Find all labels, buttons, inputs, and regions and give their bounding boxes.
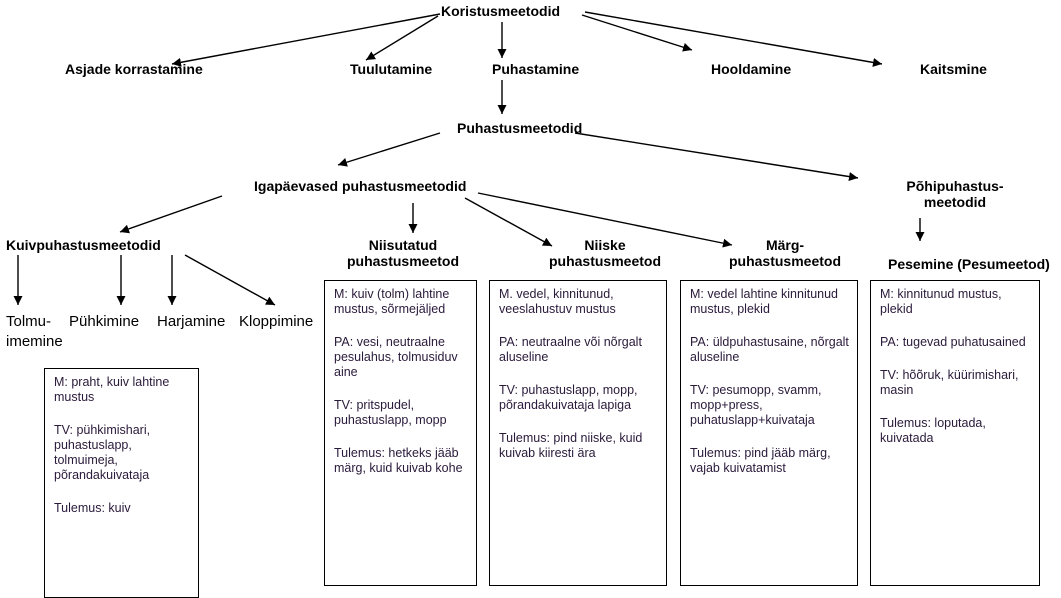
node-igapaevased: Igapäevased puhastusmeetodid [254, 178, 467, 194]
box-line: Tulemus: loputada, kuivatada [880, 416, 986, 445]
info-box-niisutatud: M: kuiv (tolm) lahtine mustus, sõrmejälj… [324, 280, 477, 586]
niiske-line-2: puhastusmeetod [548, 253, 661, 269]
box-line: M. vedel, kinnitunud, veeslahustuv mustu… [499, 287, 616, 316]
node-pohipuhastusmeetodid: Põhipuhastus- meetodid [880, 178, 1030, 210]
arrow-root-hooldamine [581, 14, 693, 52]
arrow-meetodid-pohipuhastus [574, 132, 859, 182]
info-box-niiske: M. vedel, kinnitunud, veeslahustuv mustu… [489, 280, 667, 586]
box-line: TV: puhastuslapp, mopp, põrandakuivataja… [499, 383, 638, 412]
box-line: Tulemus: hetkeks jääb märg, kuid kuivab … [334, 446, 463, 475]
box-line: PA: üldpuhastusaine, nõrgalt aluseline [690, 335, 849, 364]
info-box-kuiv: M: praht, kuiv lahtine mustus TV: pühkim… [44, 368, 199, 598]
info-box-pesemine: M: kinnitunud mustus, plekid PA: tugevad… [870, 280, 1040, 586]
method-kloppimine: Kloppimine [239, 313, 314, 330]
node-marg: Märg- puhastusmeetod [710, 237, 860, 269]
box-line: M: kuiv (tolm) lahtine mustus, sõrmejälj… [334, 287, 450, 316]
node-pesemine: Pesemine (Pesumeetod) [888, 256, 1050, 272]
box-line: M: kinnitunud mustus, plekid [880, 287, 1002, 316]
arrow-root-tuulutamine [365, 15, 439, 61]
box-line: TV: pritspudel, puhastuslapp, mopp [334, 398, 447, 427]
node-puhastamine: Puhastamine [492, 61, 580, 77]
node-kuivpuhastusmeetodid: Kuivpuhastusmeetodid [6, 237, 161, 253]
tolmu-line-2: imemine [6, 333, 63, 350]
method-tolmuimemine: Tolmu- imemine [6, 312, 63, 352]
box-line: PA: neutraalne või nõrgalt aluseline [499, 335, 642, 364]
node-kaitsmine: Kaitsmine [920, 61, 987, 77]
niisutatud-line-2: puhastusmeetod [346, 253, 459, 269]
arrow-igapaevased-kuiv [119, 195, 223, 234]
marg-line-1: Märg- [765, 237, 805, 253]
node-koristusmeetodid: Koristusmeetodid [441, 3, 561, 19]
box-line: PA: vesi, neutraalne pesulahus, tolmusid… [334, 335, 458, 379]
box-line: Tulemus: kuiv [54, 501, 131, 515]
box-line: TV: hõõruk, küürimishari, masin [880, 368, 1019, 397]
arrow-kuiv-kloppimine [184, 254, 276, 306]
node-niisutatud: Niisutatud puhastusmeetod [328, 237, 478, 269]
niisutatud-line-1: Niisutatud [368, 237, 438, 253]
arrow-igapaevased-niiske [464, 197, 553, 247]
box-line: TV: pühkimishari, puhastuslapp, tolmuime… [54, 423, 151, 482]
box-line: PA: tugevad puhatusained [880, 335, 1026, 349]
arrow-root-asjade [171, 13, 441, 67]
node-asjade-korrastamine: Asjade korrastamine [65, 61, 203, 77]
node-tuulutamine: Tuulutamine [350, 61, 433, 77]
box-line: TV: pesumopp, svamm, mopp+press, puhatus… [690, 383, 822, 427]
niiske-line-1: Niiske [584, 237, 626, 253]
info-box-marg: M: vedel lahtine kinnitunud mustus, plek… [680, 280, 858, 586]
arrow-igapaevased-marg [477, 192, 733, 248]
node-puhastusmeetodid: Puhastusmeetodid [457, 120, 583, 136]
arrow-meetodid-igapaevased [337, 132, 441, 167]
node-hooldamine: Hooldamine [711, 61, 792, 77]
method-puhkimine: Pühkimine [69, 313, 140, 330]
tolmu-line-1: Tolmu- [6, 313, 52, 330]
pohipuhastus-line-2: meetodid [923, 194, 987, 210]
arrow-root-kaitsmine [584, 11, 883, 67]
box-line: Tulemus: pind niiske, kuid kuivab kiires… [499, 431, 643, 460]
box-line: Tulemus: pind jääb märg, vajab kuivatami… [690, 446, 831, 475]
node-niiske: Niiske puhastusmeetod [530, 237, 680, 269]
marg-line-2: puhastusmeetod [728, 253, 841, 269]
box-line: M: vedel lahtine kinnitunud mustus, plek… [690, 287, 839, 316]
method-harjamine: Harjamine [157, 313, 226, 330]
box-line: M: praht, kuiv lahtine mustus [54, 375, 170, 404]
pohipuhastus-line-1: Põhipuhastus- [906, 178, 1004, 194]
